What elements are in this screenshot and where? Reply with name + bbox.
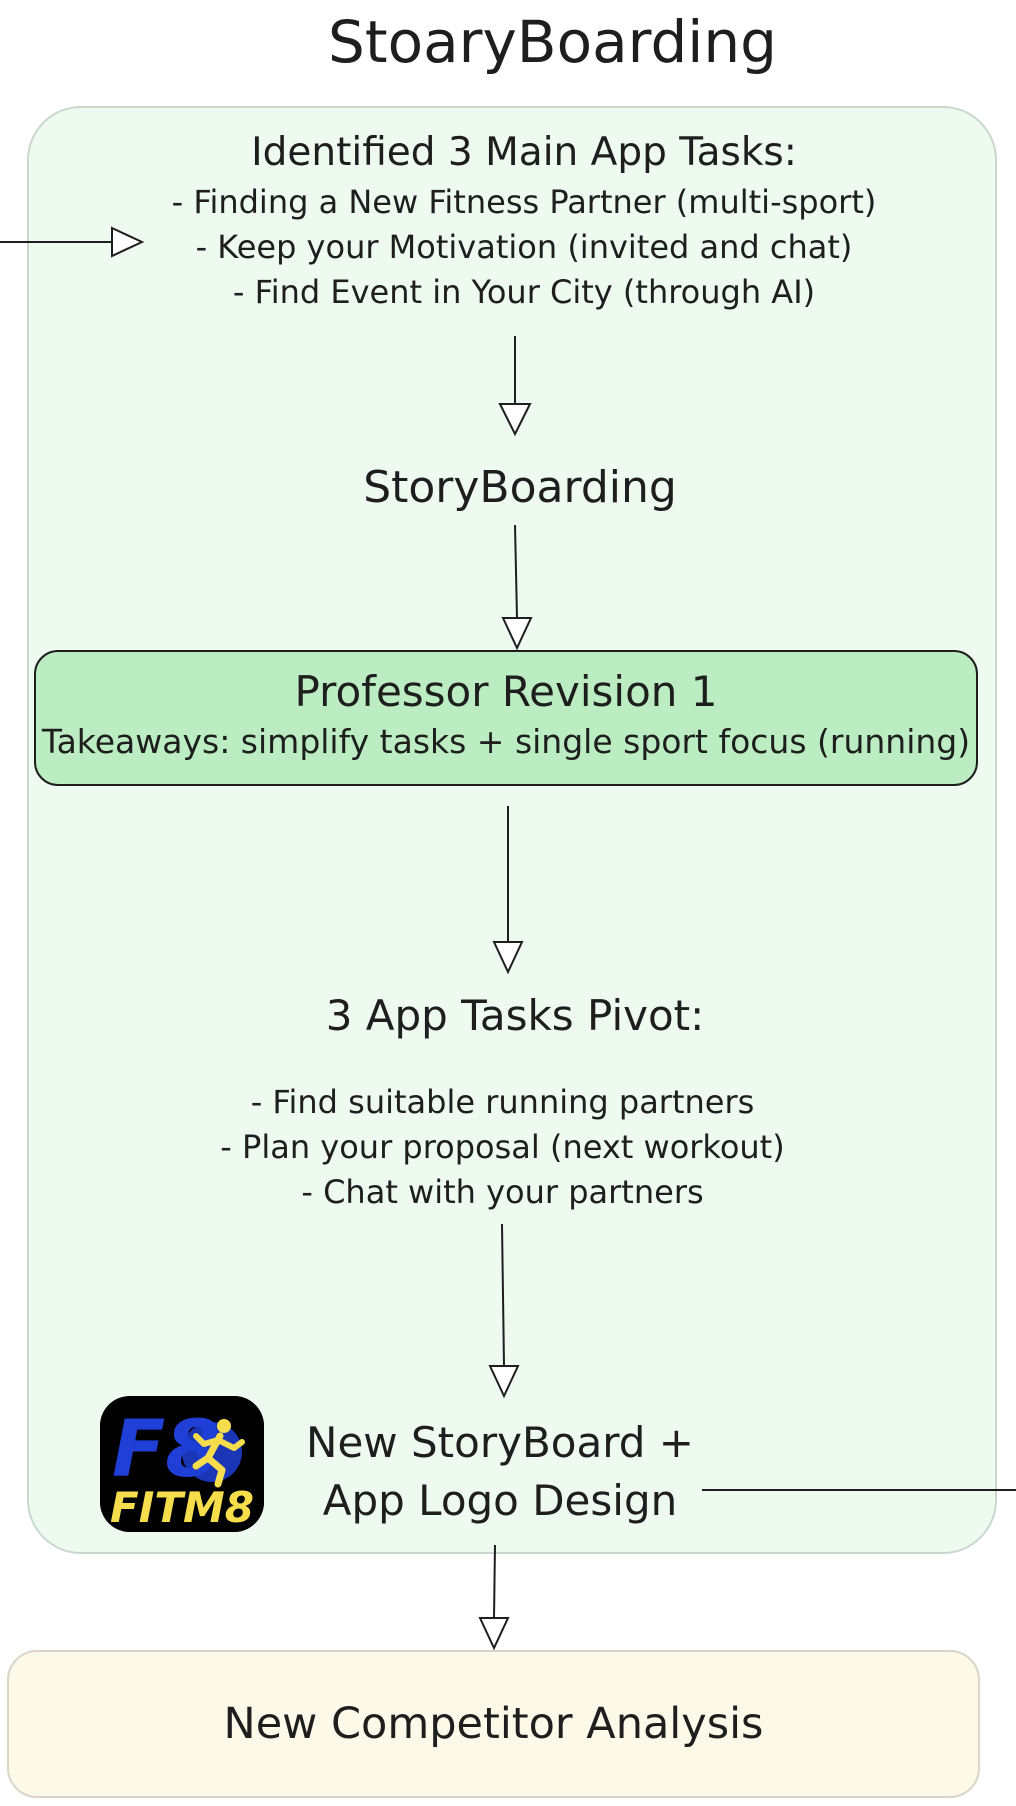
main-task-item: - Find Event in Your City (through AI) <box>232 273 816 311</box>
professor-revision-node: Professor Revision 1 Takeaways: simplify… <box>34 650 978 786</box>
main-task-item: - Keep your Motivation (invited and chat… <box>195 228 853 266</box>
pivot-to-new-storyboard-line <box>501 1223 505 1367</box>
storyboarding-group-frame <box>27 106 997 1554</box>
revision-to-pivot-arrowhead <box>492 941 524 975</box>
revision-takeaways: Takeaways: simplify tasks + single sport… <box>41 722 971 761</box>
storyboarding-to-revision-arrowhead <box>501 617 533 651</box>
new-storyboard-line-2: App Logo Design <box>322 1476 678 1525</box>
main-tasks-node: Identified 3 Main App Tasks: - Finding a… <box>120 126 928 315</box>
runner-icon <box>192 1419 245 1488</box>
main-tasks-heading: Identified 3 Main App Tasks: <box>251 130 797 175</box>
logo-wordmark: FITM8 <box>110 1483 254 1532</box>
new-storyboard-line-1: New StoryBoard + <box>306 1418 694 1467</box>
pivot-task-item: - Find suitable running partners <box>250 1083 755 1121</box>
pivot-task-item: - Plan your proposal (next workout) <box>220 1128 785 1166</box>
storyboarding-to-revision-line <box>514 524 518 619</box>
diagram-title: StoaryBoarding <box>328 8 777 76</box>
storyboarding-node: StoryBoarding <box>363 462 677 513</box>
pivot-heading: 3 App Tasks Pivot: <box>325 991 705 1040</box>
competitor-analysis-node: New Competitor Analysis <box>7 1650 980 1798</box>
pivot-tasks-list: - Find suitable running partners - Plan … <box>170 1080 835 1215</box>
incoming-arrowhead <box>111 226 145 258</box>
fitm8-logo-graphic: F8 FITM8 <box>100 1396 264 1532</box>
new-storyboard-to-competitor-line <box>493 1544 496 1619</box>
new-storyboard-to-competitor-arrowhead <box>478 1617 510 1651</box>
new-storyboard-node: New StoryBoard + App Logo Design <box>290 1414 710 1530</box>
pivot-task-item: - Chat with your partners <box>301 1173 704 1211</box>
pivot-to-new-storyboard-arrowhead <box>488 1365 520 1399</box>
tasks-to-storyboarding-arrowhead <box>498 403 532 437</box>
main-task-item: - Finding a New Fitness Partner (multi-s… <box>171 183 877 221</box>
revision-heading: Professor Revision 1 <box>294 667 718 716</box>
fitm8-app-logo: F8 FITM8 <box>100 1396 264 1532</box>
